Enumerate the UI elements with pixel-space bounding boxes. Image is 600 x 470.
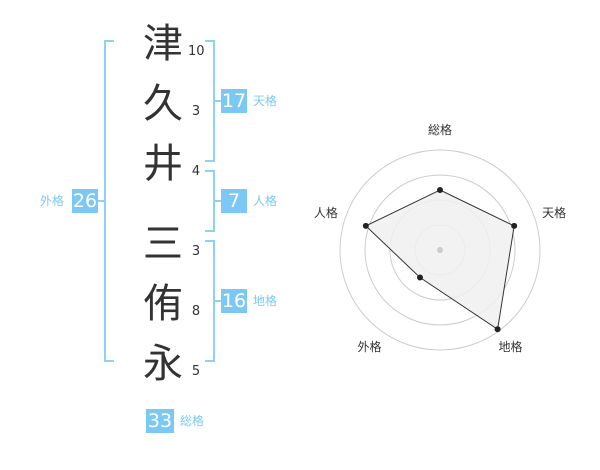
jinkaku-badge: 7 [221, 189, 247, 213]
name-char-4: 三 [143, 221, 183, 267]
jinkaku-label: 人格 [253, 194, 278, 208]
gaikaku-bracket-tick [98, 200, 106, 202]
radar-polygon [364, 189, 515, 331]
name-char-1: 津 [143, 21, 183, 67]
radar-axis-label: 外格 [357, 339, 381, 354]
tenkaku-badge: 17 [221, 89, 247, 113]
stroke-count-1: 10 [188, 44, 205, 59]
name-char-3: 井 [143, 141, 183, 187]
jinkaku-bracket-tick [213, 200, 221, 202]
gaikaku-badge: 26 [72, 189, 98, 213]
stroke-count-3: 4 [191, 164, 201, 179]
radar-point [417, 274, 424, 281]
radar-center-dot [437, 247, 443, 253]
tenkaku-bracket-tick [213, 100, 221, 102]
radar-ring [364, 174, 516, 326]
radar-point [494, 326, 501, 333]
radar-point [437, 187, 443, 193]
chikaku-badge: 16 [221, 289, 247, 313]
stroke-count-5: 8 [191, 304, 201, 319]
name-char-5: 侑 [143, 281, 183, 327]
radar-axis-label: 天格 [542, 205, 566, 220]
name-char-6: 永 [143, 341, 183, 387]
soukaku-badge: 33 [146, 409, 174, 433]
stroke-count-2: 3 [191, 104, 201, 119]
radar-ring [339, 149, 541, 351]
radar-point [511, 222, 518, 229]
radar-axis-label: 総格 [428, 122, 452, 137]
radar-point [362, 222, 369, 229]
radar-axis-label: 人格 [314, 205, 338, 220]
chikaku-label: 地格 [253, 294, 278, 308]
stroke-count-4: 3 [191, 244, 201, 259]
stroke-count-6: 5 [191, 364, 201, 379]
gaikaku-label: 外格 [40, 194, 65, 208]
chikaku-bracket-tick [213, 300, 221, 302]
radar-axis-label: 地格 [499, 339, 523, 354]
name-char-2: 久 [143, 81, 183, 127]
soukaku-label: 総格 [180, 414, 205, 428]
tenkaku-label: 天格 [253, 94, 278, 108]
